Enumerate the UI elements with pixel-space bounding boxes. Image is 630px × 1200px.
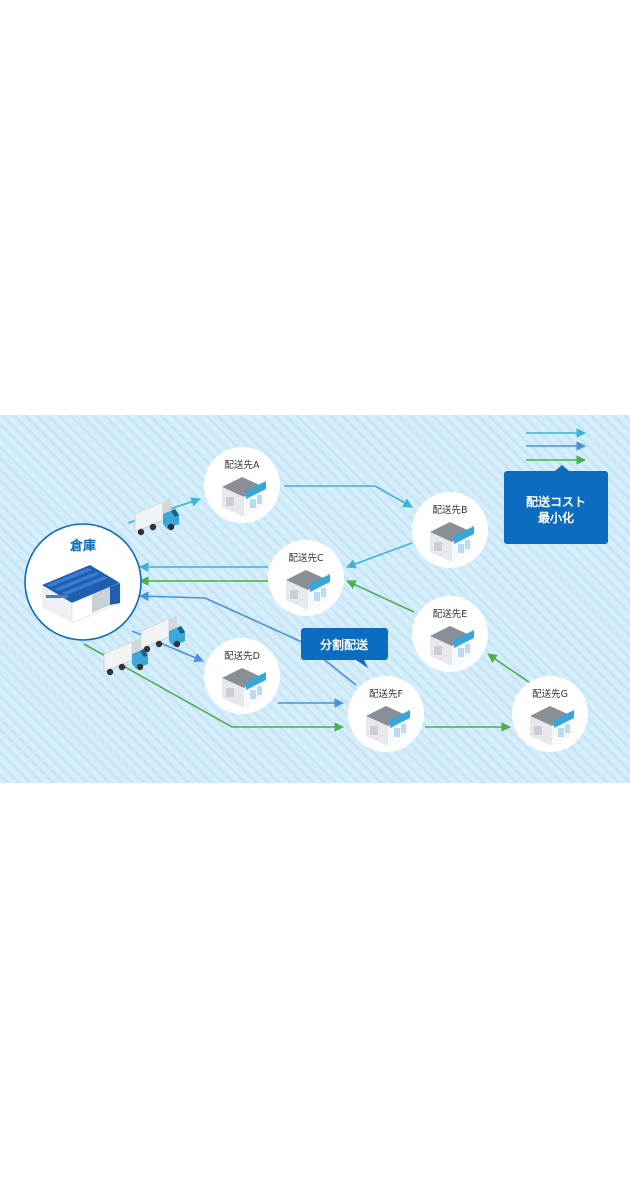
route-g-to-e: [487, 653, 534, 686]
destination-b-label: 配送先B: [432, 504, 467, 516]
route-warehouse-to-f: [83, 643, 344, 732]
route-f-to-warehouse: [139, 591, 357, 686]
destination-f-label: 配送先F: [369, 688, 403, 700]
destination-f: 配送先F: [348, 676, 424, 752]
destination-c-label: 配送先C: [288, 552, 324, 564]
diagram-canvas: 配送コスト 最小化 倉庫 配送先A 配送先B 配送先C: [0, 415, 630, 783]
delivery-route-diagram: 配送コスト 最小化 倉庫 配送先A 配送先B 配送先C: [0, 415, 630, 783]
destination-g: 配送先G: [512, 676, 588, 752]
destination-b: 配送先B: [412, 492, 488, 568]
cost-callout-line2: 最小化: [538, 510, 574, 525]
route-lines: [83, 485, 534, 732]
destination-a: 配送先A: [204, 447, 280, 523]
destination-e: 配送先E: [412, 596, 488, 672]
destination-g-label: 配送先G: [532, 688, 568, 700]
route-b-to-c: [346, 542, 413, 569]
route-e-to-c: [346, 580, 415, 613]
route-a-to-b: [284, 485, 413, 508]
cost-callout-line1: 配送コスト: [526, 494, 586, 509]
destination-d-label: 配送先D: [224, 650, 260, 662]
destination-d: 配送先D: [204, 638, 280, 714]
destination-a-label: 配送先A: [225, 459, 261, 471]
split-delivery-label: 分割配送: [320, 637, 369, 652]
warehouse-icon: [42, 565, 121, 624]
destination-c: 配送先C: [268, 540, 344, 616]
warehouse-node: 倉庫: [24, 523, 142, 641]
destination-e-label: 配送先E: [433, 608, 468, 620]
warehouse-label: 倉庫: [69, 538, 96, 554]
cost-callout: 配送コスト 最小化: [504, 465, 608, 544]
legend-arrows: [526, 428, 586, 465]
split-delivery-callout: 分割配送: [301, 628, 388, 668]
